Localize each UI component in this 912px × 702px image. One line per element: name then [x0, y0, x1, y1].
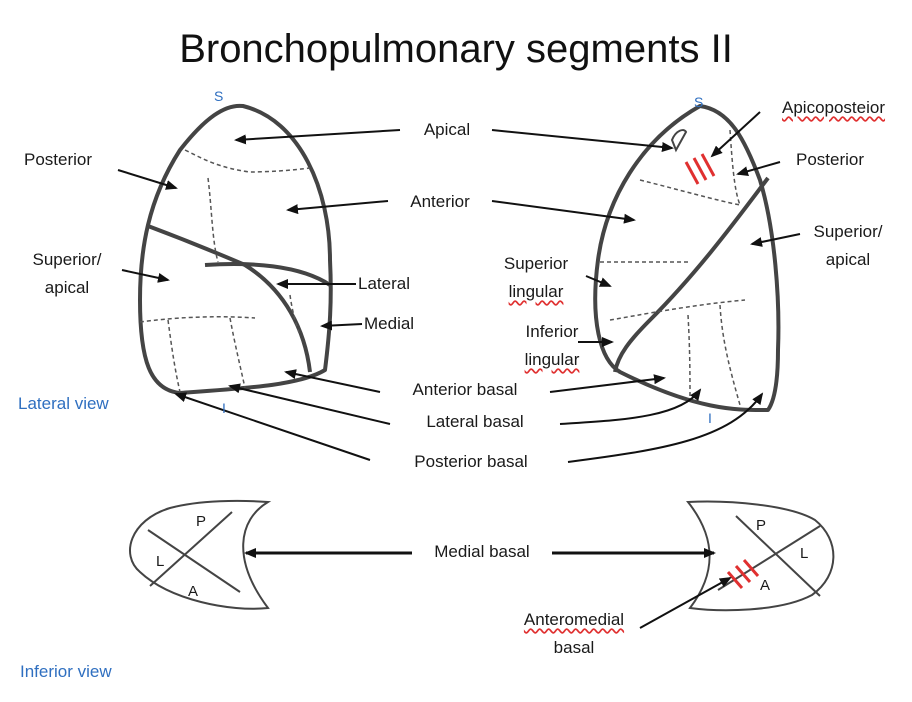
label-inferior-lingular-2: lingular	[524, 350, 580, 369]
label-posterior-basal: Posterior basal	[414, 452, 528, 471]
arrows	[117, 111, 801, 629]
label-lateral-basal: Lateral basal	[426, 412, 524, 431]
lateral-view-caption: Lateral view	[18, 394, 109, 413]
label-superior-apical-right-1: Superior/	[813, 222, 883, 241]
label-medial: Medial	[364, 314, 415, 333]
label-posterior-right: Posterior	[796, 150, 865, 169]
left-horizontal-fissure	[204, 262, 332, 287]
label-apicoposterior: Apicoposteior	[782, 98, 886, 117]
label-medial-basal: Medial basal	[434, 542, 530, 561]
right-lung-superior-letter: S	[694, 94, 704, 110]
inferior-left-l: L	[156, 553, 165, 570]
page-title: Bronchopulmonary segments II	[179, 27, 733, 71]
inferior-left-p: P	[196, 513, 207, 530]
inferior-right-p: P	[756, 517, 767, 534]
left-lung-superior-letter: S	[214, 88, 224, 104]
left-segment-lines	[139, 149, 311, 393]
inferior-view-caption: Inferior view	[20, 662, 112, 681]
label-anteromedial-basal-2: basal	[553, 638, 595, 657]
label-superior-apical-left-2: apical	[44, 278, 90, 297]
inferior-left-a: A	[188, 583, 199, 600]
label-superior-lingular-2: lingular	[508, 282, 564, 301]
label-lateral: Lateral	[358, 274, 410, 293]
right-lung-outline	[593, 104, 781, 413]
label-anterior: Anterior	[410, 192, 470, 211]
left-lung-outline	[138, 103, 333, 395]
inferior-red-marks	[726, 559, 760, 589]
label-anterior-basal: Anterior basal	[412, 380, 518, 399]
inferior-right-l: L	[800, 545, 809, 562]
left-lung-inferior-letter: I	[222, 400, 226, 416]
right-lung-inferior-letter: I	[708, 410, 712, 426]
label-apical: Apical	[423, 120, 471, 139]
label-superior-apical-left-1: Superior/	[32, 250, 102, 269]
inferior-right-a: A	[760, 577, 771, 594]
label-superior-apical-right-2: apical	[825, 250, 871, 269]
right-lung-red-marks	[684, 153, 716, 185]
right-oblique-fissure	[613, 176, 770, 373]
label-superior-lingular-1: Superior	[503, 254, 569, 273]
inferior-left-shape	[129, 499, 272, 610]
label-anteromedial-basal-1: Anteromedial	[523, 610, 625, 629]
label-inferior-lingular-1: Inferior	[525, 322, 579, 341]
right-segment-lines	[600, 129, 746, 406]
label-posterior-left: Posterior	[24, 150, 93, 169]
